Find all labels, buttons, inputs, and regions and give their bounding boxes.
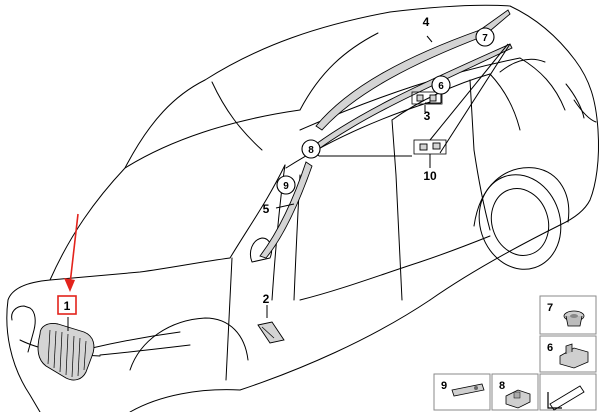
clip-fastener bbox=[411, 91, 447, 155]
callouts: 1 2 3 4 5 6 7 8 9 10 bbox=[64, 15, 495, 313]
legend-box-7: 7 bbox=[539, 295, 597, 335]
callout-8: 8 bbox=[308, 145, 314, 156]
side-badge bbox=[257, 321, 285, 344]
bracket-fastener-icon bbox=[559, 343, 589, 369]
callout-7-circle bbox=[475, 27, 495, 47]
callout-4: 4 bbox=[423, 15, 430, 29]
callout-6-circle bbox=[431, 75, 451, 95]
callout-7: 7 bbox=[482, 33, 488, 44]
callout-8-circle bbox=[301, 139, 321, 159]
callout-6: 6 bbox=[438, 81, 444, 92]
clip-strip-icon bbox=[451, 383, 485, 397]
clip-fastener-icon bbox=[505, 389, 531, 409]
callout-3: 3 bbox=[424, 109, 431, 123]
callout-1: 1 bbox=[64, 299, 71, 313]
legend-label-7: 7 bbox=[547, 302, 553, 314]
grille-outline bbox=[11, 305, 36, 353]
arrow-icon bbox=[547, 385, 585, 411]
legend-box-6: 6 bbox=[539, 335, 597, 373]
legend-box-9: 9 bbox=[433, 373, 491, 411]
leader-lines bbox=[67, 31, 511, 331]
legend-label-9: 9 bbox=[441, 380, 447, 392]
callout-5: 5 bbox=[263, 202, 270, 216]
legend-label-6: 6 bbox=[547, 342, 553, 354]
legend-label-8: 8 bbox=[499, 380, 505, 392]
highlight-arrow bbox=[57, 213, 79, 315]
callout-2: 2 bbox=[263, 292, 270, 306]
roof-trim-strip bbox=[315, 9, 511, 131]
a-pillar-trim bbox=[259, 161, 313, 259]
car-outline bbox=[6, 4, 599, 413]
legend-box-8: 8 bbox=[491, 373, 539, 411]
grille-part bbox=[37, 323, 95, 381]
legend-box-arrow bbox=[539, 373, 597, 411]
roof-trim-strip-lower bbox=[307, 43, 513, 155]
callout-9: 9 bbox=[283, 181, 289, 192]
callout-9-circle bbox=[276, 175, 296, 195]
callout-10: 10 bbox=[423, 169, 437, 183]
nut-fastener-icon bbox=[563, 310, 585, 327]
